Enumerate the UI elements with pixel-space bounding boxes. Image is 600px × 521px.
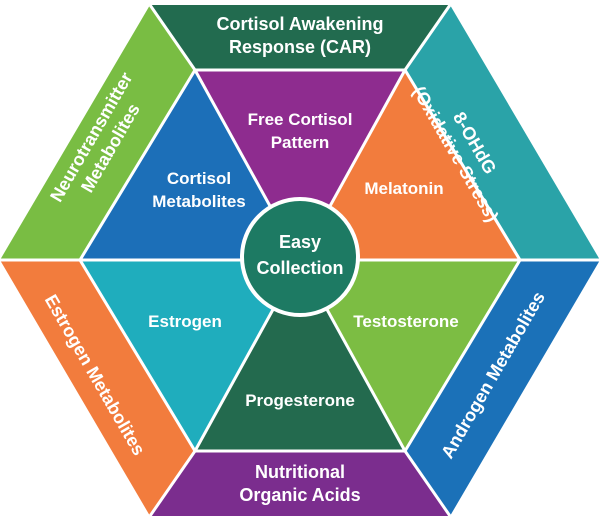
inner-triangle-upper-left <box>80 70 300 260</box>
outer-segment-bottom <box>150 451 450 516</box>
center-label-line1: Easy <box>279 232 321 252</box>
outer-segment-lower-left <box>0 260 195 516</box>
outer-segment-upper-right <box>405 5 600 260</box>
inner-top-label-line2: Pattern <box>271 133 330 152</box>
center-circle <box>240 197 360 317</box>
inner-triangle-bottom <box>195 260 405 451</box>
inner-lower-left-label-line1: Estrogen <box>148 312 222 331</box>
inner-triangle-lower-right <box>300 260 520 451</box>
outer-top-label-line1: Cortisol Awakening <box>216 14 383 34</box>
outer-segment-lower-right <box>405 260 600 516</box>
center-label-line2: Collection <box>256 258 343 278</box>
inner-top-label-line1: Free Cortisol <box>248 110 353 129</box>
outer-bottom-label-line2: Organic Acids <box>239 485 360 505</box>
inner-upper-left-label-line1: Cortisol <box>167 169 231 188</box>
inner-upper-right-label-line1: Melatonin <box>364 179 443 198</box>
outer-top-label-line2: Response (CAR) <box>229 37 371 57</box>
outer-segment-upper-left <box>0 5 195 260</box>
outer-bottom-label-line1: Nutritional <box>255 462 345 482</box>
inner-upper-left-label-line2: Metabolites <box>152 192 246 211</box>
inner-triangle-top <box>195 70 405 260</box>
inner-triangle-upper-right <box>300 70 520 260</box>
inner-bottom-label-line1: Progesterone <box>245 391 355 410</box>
inner-triangle-lower-left <box>80 260 300 451</box>
inner-lower-right-label-line1: Testosterone <box>353 312 459 331</box>
outer-segment-top <box>150 5 450 70</box>
